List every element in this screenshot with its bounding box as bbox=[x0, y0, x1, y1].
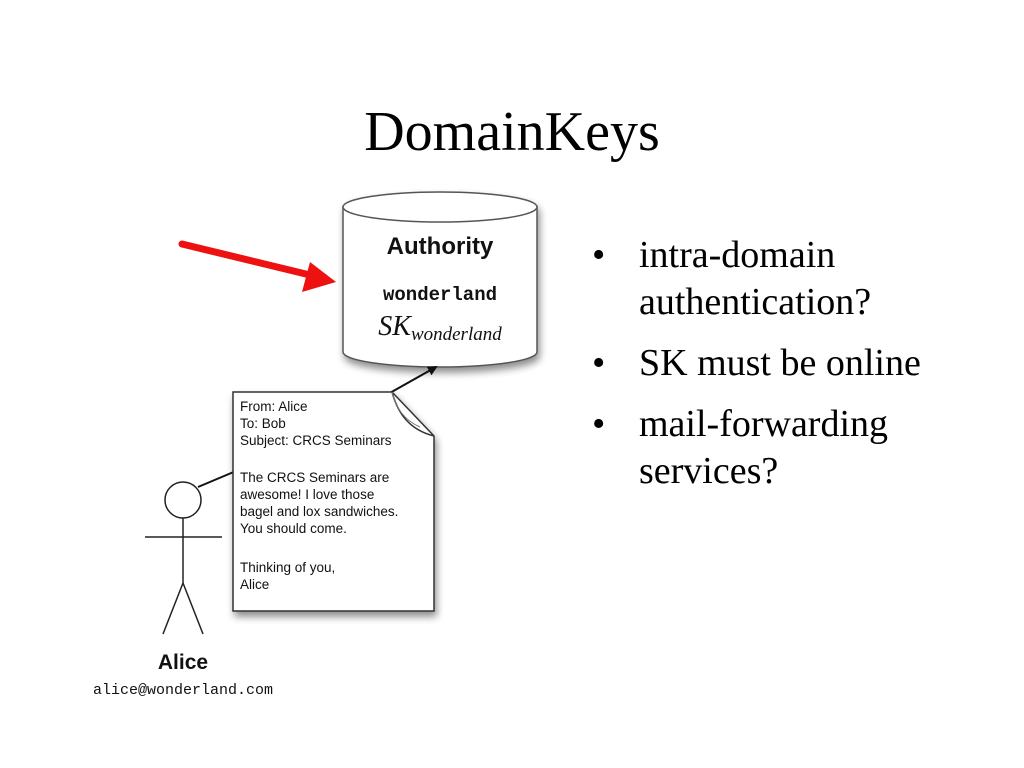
highlight-arrow bbox=[178, 240, 336, 292]
email-body-line-3: bagel and lox sandwiches. bbox=[240, 504, 398, 519]
secret-key-base: SK bbox=[378, 311, 412, 342]
secret-key-subscript: wonderland bbox=[411, 324, 502, 345]
email-body-line-4: You should come. bbox=[240, 521, 347, 536]
email-header-to: To: Bob bbox=[240, 416, 286, 431]
alice-stick-figure-icon bbox=[145, 481, 222, 635]
authority-database bbox=[342, 191, 538, 368]
email-header-from: From: Alice bbox=[240, 399, 308, 414]
bullet-item: SK must be online bbox=[592, 340, 1002, 387]
bullet-item: intra-domain authentication? bbox=[592, 232, 1002, 326]
email-document bbox=[232, 391, 435, 612]
email-closing-line-2: Alice bbox=[240, 577, 269, 592]
slide-title: DomainKeys bbox=[364, 101, 660, 163]
person-name: Alice bbox=[158, 651, 208, 674]
authority-heading: Authority bbox=[387, 233, 494, 260]
authority-domain: wonderland bbox=[383, 284, 497, 306]
authority-secret-key: SKwonderland bbox=[378, 311, 502, 345]
bullet-item: mail-forwarding services? bbox=[592, 401, 1002, 495]
email-closing-line-1: Thinking of you, bbox=[240, 560, 335, 575]
person-email-address: alice@wonderland.com bbox=[93, 682, 273, 699]
bullet-list: intra-domain authentication? SK must be … bbox=[592, 232, 1002, 509]
email-body-line-1: The CRCS Seminars are bbox=[240, 470, 389, 485]
alice-to-email-line bbox=[197, 470, 237, 488]
email-body-line-2: awesome! I love those bbox=[240, 487, 374, 502]
email-header-subject: Subject: CRCS Seminars bbox=[240, 433, 392, 448]
email-to-authority-arrow bbox=[387, 366, 438, 395]
